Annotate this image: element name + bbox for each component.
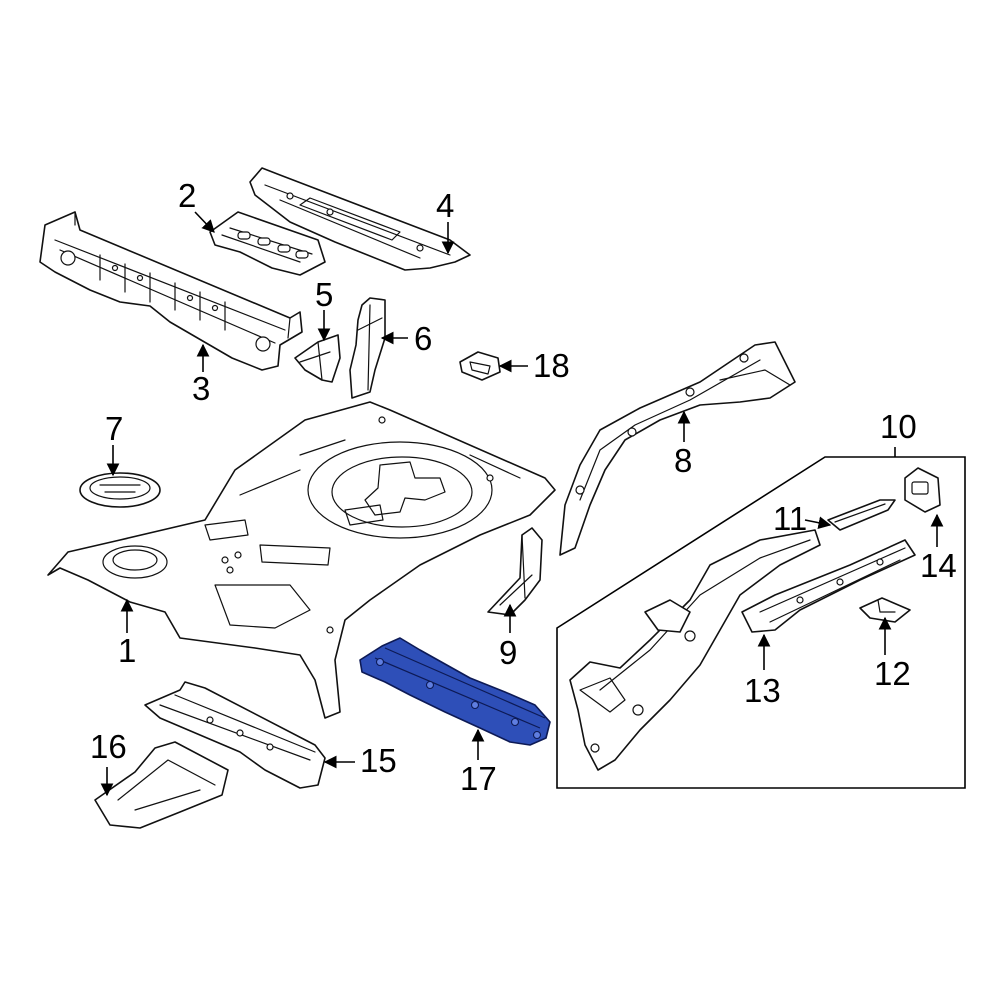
callout-13[interactable]: 13 <box>744 672 781 709</box>
callout-4[interactable]: 4 <box>436 187 454 224</box>
callout-5[interactable]: 5 <box>315 276 333 313</box>
callout-1[interactable]: 1 <box>118 632 136 669</box>
callout-14[interactable]: 14 <box>920 547 957 584</box>
callout-17[interactable]: 17 <box>460 760 497 797</box>
part-6-vertical-bracket[interactable] <box>349 297 386 399</box>
part-3-rear-panel[interactable] <box>39 211 303 371</box>
callout-18[interactable]: 18 <box>533 347 570 384</box>
part-5-bracket[interactable] <box>294 334 341 383</box>
part-15-floor-rail[interactable] <box>144 681 326 789</box>
part-8-side-rail[interactable] <box>559 341 796 556</box>
part-18-plate[interactable] <box>459 351 501 381</box>
part-10-rail-assembly[interactable] <box>569 529 821 771</box>
callout-12[interactable]: 12 <box>874 655 911 692</box>
callout-16[interactable]: 16 <box>90 728 127 765</box>
callout-8[interactable]: 8 <box>674 442 692 479</box>
callout-7[interactable]: 7 <box>105 410 123 447</box>
callout-11[interactable]: 11 <box>773 500 807 537</box>
callout-15[interactable]: 15 <box>360 742 397 779</box>
callout-9[interactable]: 9 <box>499 634 517 671</box>
leader-lines <box>100 211 944 797</box>
part-2-panel[interactable] <box>209 211 326 276</box>
part-7-cover[interactable] <box>79 472 161 508</box>
part-17-crossmember[interactable] <box>359 637 551 746</box>
part-16-floor-bracket[interactable] <box>94 741 229 829</box>
part-11-reinforcement[interactable] <box>827 499 896 531</box>
part-14-bracket[interactable] <box>904 467 941 513</box>
callout-3[interactable]: 3 <box>192 370 210 407</box>
group-10-box <box>556 447 966 789</box>
part-13-inner-rail[interactable] <box>741 539 916 633</box>
callout-labels: 1 2 3 4 5 6 7 8 9 10 11 12 13 14 15 16 1… <box>90 177 957 797</box>
part-12-mount[interactable] <box>859 597 911 623</box>
callout-10[interactable]: 10 <box>880 408 917 445</box>
part-4-upper-rail[interactable] <box>249 167 471 271</box>
part-1-floor-pan[interactable] <box>47 401 556 719</box>
callout-2[interactable]: 2 <box>178 177 196 214</box>
callout-6[interactable]: 6 <box>414 320 432 357</box>
part-9-corner-bracket[interactable] <box>487 527 543 616</box>
